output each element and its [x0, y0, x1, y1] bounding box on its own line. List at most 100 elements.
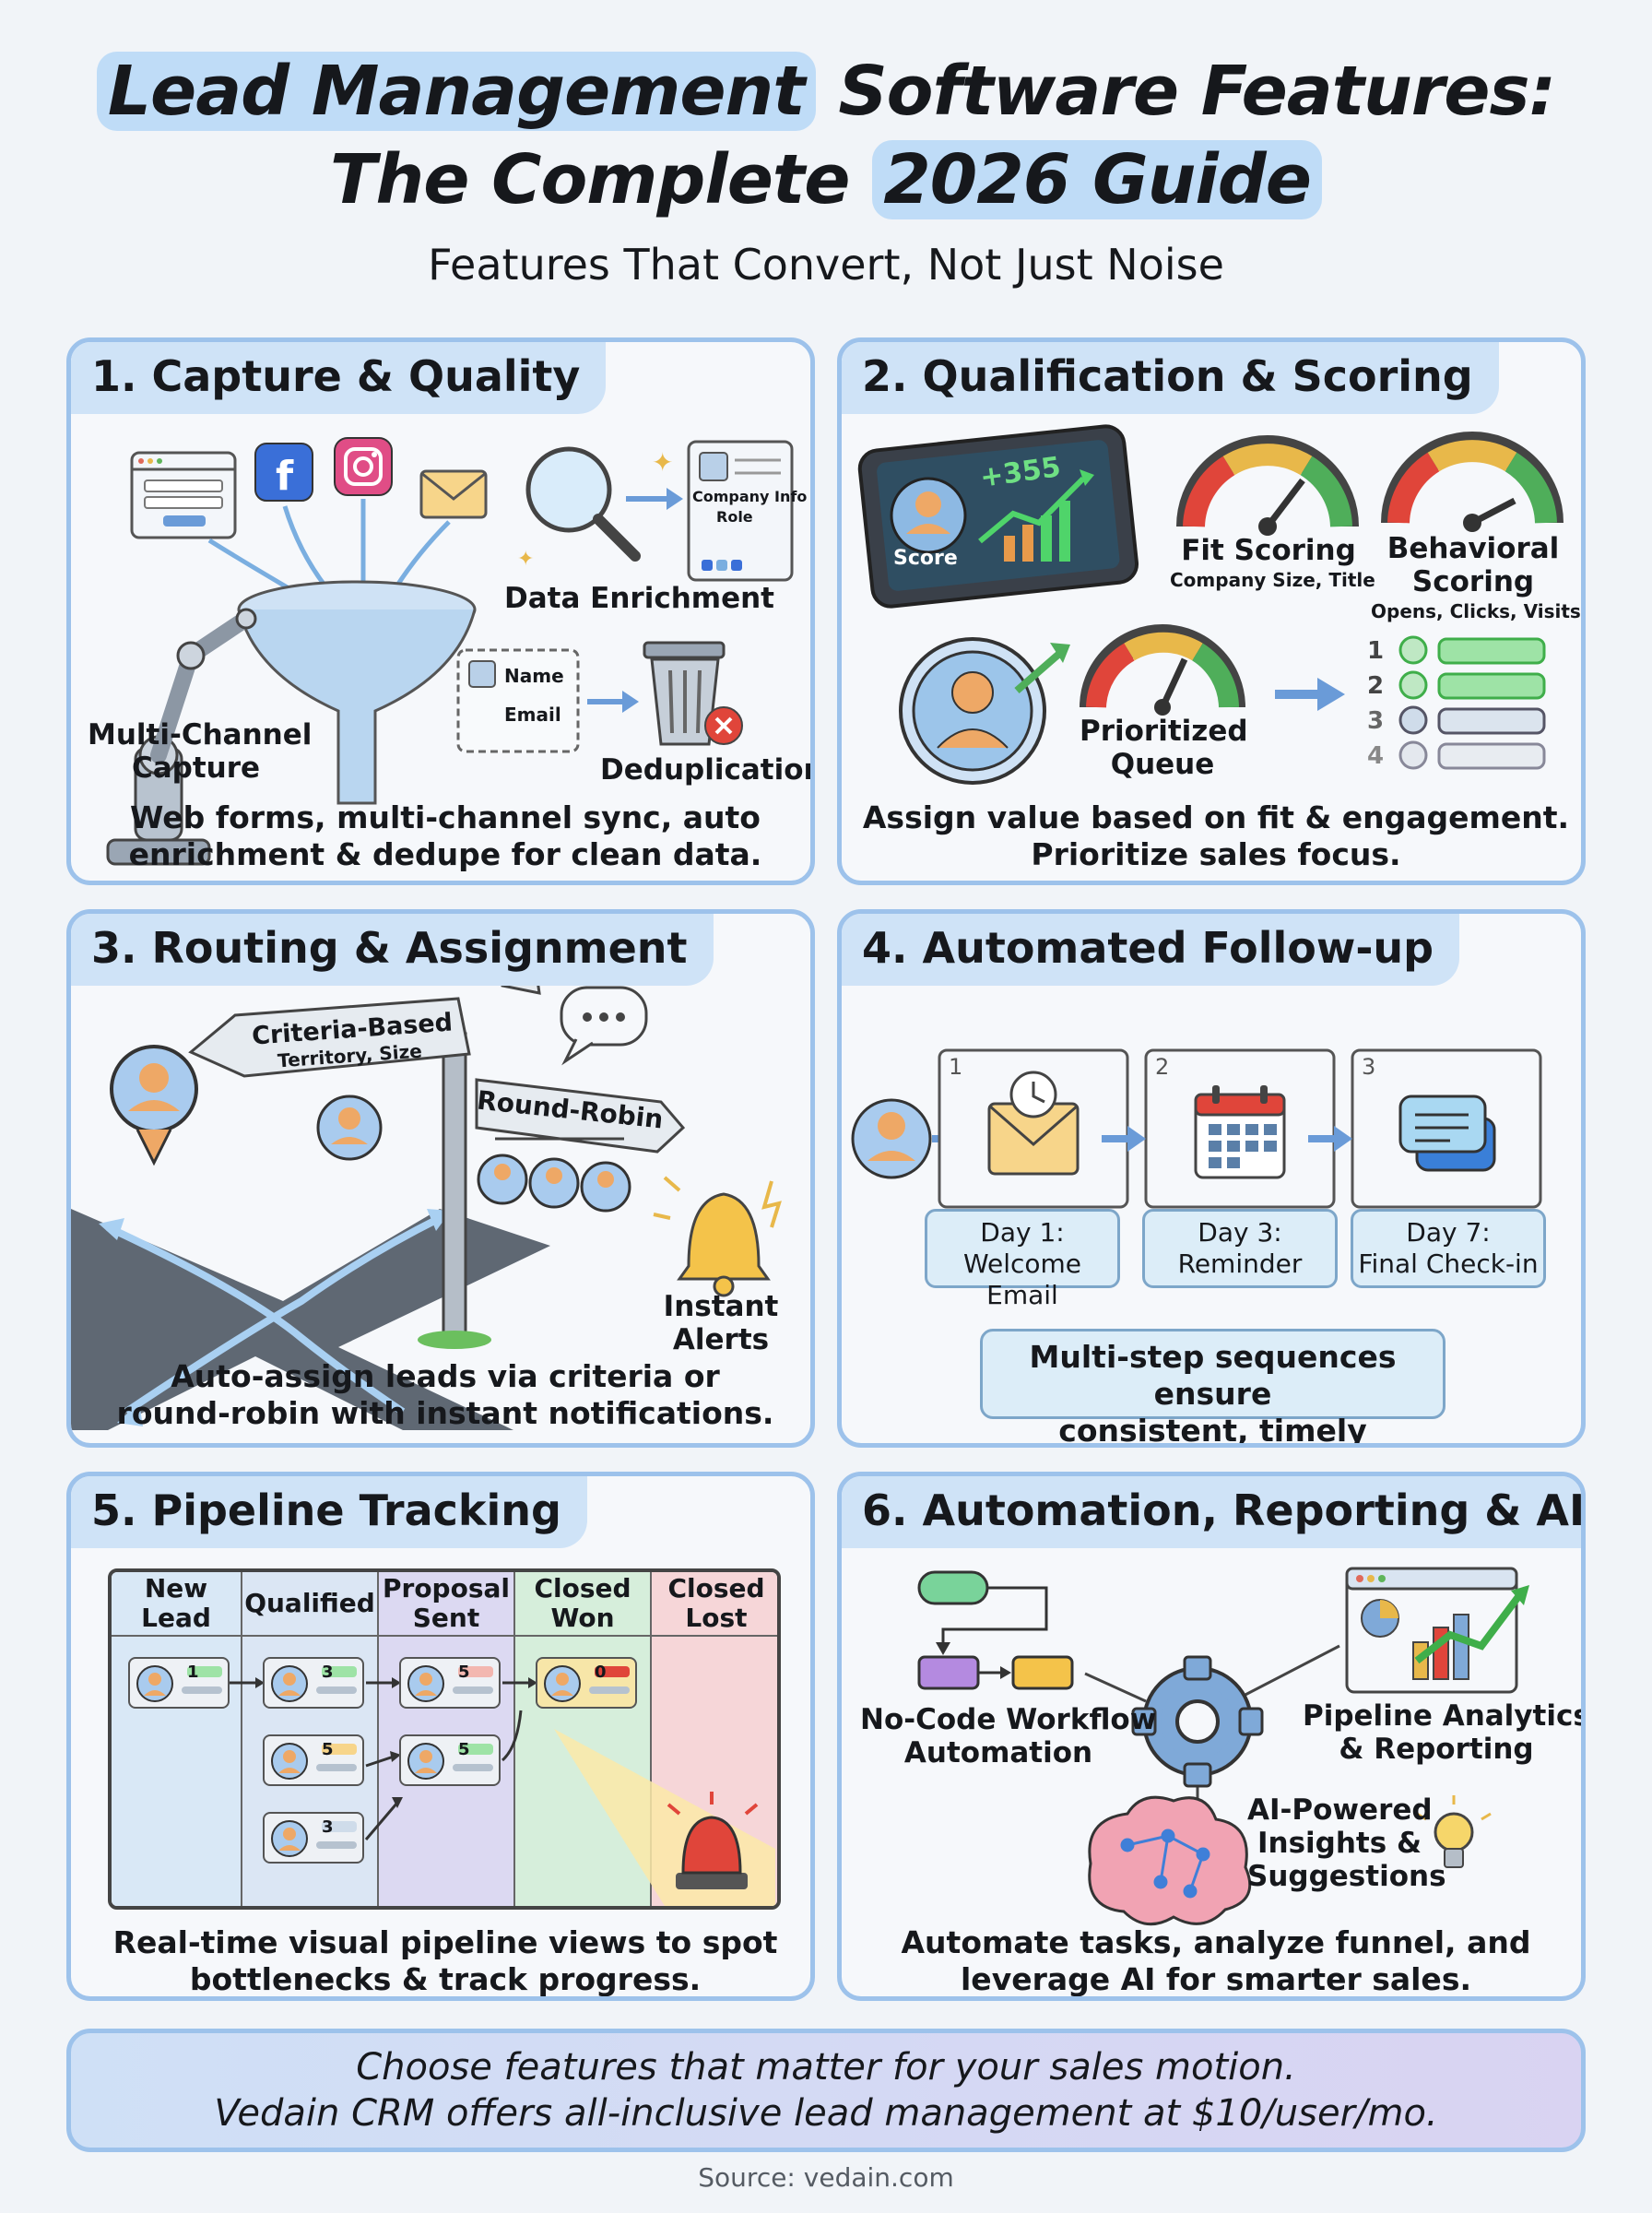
card-score: 5 — [458, 1663, 470, 1682]
step-day-7: Day 7: Final Check-in — [1351, 1209, 1546, 1288]
step-desc-label: Final Check-in — [1358, 1249, 1539, 1279]
panel-automated-follow-up: 4. Automated Follow-up 1 2 3 Day 1: Welc… — [837, 909, 1586, 1448]
behavioral-sub: Opens, Clicks, Visits — [1371, 600, 1581, 622]
deduplication-label: Deduplication — [600, 753, 815, 787]
lead-form-icon — [456, 648, 580, 753]
assigned-rep-icon — [316, 1095, 383, 1161]
column-header: Qualified — [242, 1572, 377, 1637]
analytics-label: Pipeline Analytics — [1303, 1699, 1586, 1733]
queue-gauge-icon — [1080, 624, 1245, 716]
step-day-label: Day 3: — [1198, 1217, 1282, 1248]
card-line — [453, 1686, 493, 1694]
column-title: Lost — [685, 1603, 748, 1633]
behavioral-gauge-icon — [1381, 432, 1564, 532]
instant-alerts-label: Instant — [663, 1290, 779, 1323]
bell-icon — [653, 1176, 782, 1297]
inflow-arrows-icon — [207, 499, 451, 598]
score-bar — [458, 1744, 493, 1755]
multi-channel-label: Multi-Channel — [88, 718, 313, 751]
lead-card[interactable]: 3 — [263, 1812, 364, 1864]
lead-avatar-icon — [851, 1098, 932, 1179]
alarm-light-icon — [667, 1792, 759, 1889]
footer-banner: Choose features that matter for your sal… — [66, 2029, 1586, 2152]
form-email-label: Email — [504, 704, 561, 726]
column-title: Qualified — [244, 1588, 375, 1618]
svg-text:✦: ✦ — [517, 548, 534, 571]
svg-text:✦: ✦ — [652, 447, 673, 478]
prioritized-queue-label: Queue — [1110, 748, 1215, 781]
rank-number: 4 — [1367, 742, 1385, 770]
crossroads-icon — [71, 1209, 550, 1430]
arrow-head-icon — [1127, 1126, 1146, 1152]
step-day-1: Day 1: Welcome Email — [925, 1209, 1120, 1310]
card-score: 5 — [322, 1740, 334, 1759]
lightbulb-icon — [1416, 1795, 1492, 1868]
workflow-label: Automation — [903, 1736, 1093, 1769]
lead-card-stalled[interactable]: 0 — [536, 1657, 637, 1709]
lead-card[interactable]: 3 — [263, 1657, 364, 1709]
lead-card[interactable]: 5 — [399, 1657, 501, 1709]
card-score: 3 — [322, 1817, 334, 1837]
arrow-head-icon — [622, 691, 639, 713]
lead-card[interactable]: 1 — [128, 1657, 230, 1709]
panel-caption-line: Automate tasks, analyze funnel, and — [901, 1924, 1531, 1960]
card-score: 5 — [458, 1740, 470, 1759]
lead-avatar-icon — [899, 637, 1070, 785]
panel-caption-line: Web forms, multi-channel sync, auto — [130, 799, 761, 835]
panel-caption-line: bottlenecks & track progress. — [189, 1961, 702, 1997]
card-score: 3 — [322, 1663, 334, 1682]
card-line — [182, 1686, 222, 1694]
fit-scoring-title: Fit Scoring — [1181, 534, 1356, 567]
panel-caption-line: Auto-assign leads via criteria or — [171, 1358, 720, 1394]
ai-insights-label: Insights & — [1257, 1827, 1422, 1860]
automation-illustration — [917, 1567, 1529, 1926]
arrow-head-icon — [1334, 1126, 1352, 1152]
column-title: Won — [550, 1603, 615, 1633]
avatar-icon — [271, 1820, 308, 1857]
panel-automation-reporting-ai: 6. Automation, Reporting & AI No-Code Wo… — [837, 1472, 1586, 2001]
card-score: 0 — [595, 1663, 607, 1682]
lead-pin-icon — [110, 1045, 198, 1166]
company-info-label: Company Info — [692, 488, 808, 505]
routing-illustration — [71, 966, 782, 1430]
card-score: 1 — [187, 1663, 199, 1682]
avatar-icon — [407, 1665, 444, 1702]
lead-card[interactable]: 5 — [399, 1734, 501, 1786]
email-icon — [419, 469, 488, 519]
panel-heading: 4. Automated Follow-up — [842, 914, 1460, 986]
panel-caption-line: Real-time visual pipeline views to spot — [112, 1924, 778, 1960]
magnifier-icon: ✦ ✦ — [517, 446, 673, 571]
workflow-diagram-icon — [917, 1570, 1074, 1690]
page-title-line-1: Lead Management Software Features: — [0, 52, 1652, 131]
capture-label: Capture — [132, 751, 261, 785]
title-highlight-year: 2026 Guide — [872, 140, 1322, 219]
avatar-icon — [136, 1665, 173, 1702]
workflow-label: No-Code Workflow — [860, 1703, 1157, 1736]
fit-gauge-icon — [1176, 435, 1359, 536]
robot-arm-icon — [106, 608, 257, 866]
lead-card[interactable]: 5 — [263, 1734, 364, 1786]
company-card-icon — [687, 440, 794, 582]
panel-caption-line: enrichment & dedupe for clean data. — [128, 836, 762, 872]
ai-insights-label: Suggestions — [1247, 1860, 1446, 1893]
step-desc-label: Reminder — [1177, 1249, 1303, 1279]
chat-bubble-icon — [560, 986, 648, 1066]
round-robin-reps-icon — [477, 1137, 631, 1213]
rank-number: 2 — [1367, 672, 1385, 700]
followup-illustration — [851, 1048, 1542, 1209]
data-enrichment-label: Data Enrichment — [504, 582, 775, 615]
fit-scoring-sub: Company Size, Title — [1170, 569, 1375, 591]
brain-icon — [1088, 1795, 1252, 1926]
score-bar — [322, 1666, 357, 1677]
calendar-icon — [1194, 1085, 1286, 1179]
capture-illustration: f — [106, 437, 794, 866]
panel-heading: 1. Capture & Quality — [71, 342, 607, 414]
analytics-label: & Reporting — [1339, 1733, 1534, 1766]
step-number: 3 — [1362, 1054, 1376, 1080]
panel-caption-line: round-robin with instant notifications. — [116, 1395, 774, 1431]
